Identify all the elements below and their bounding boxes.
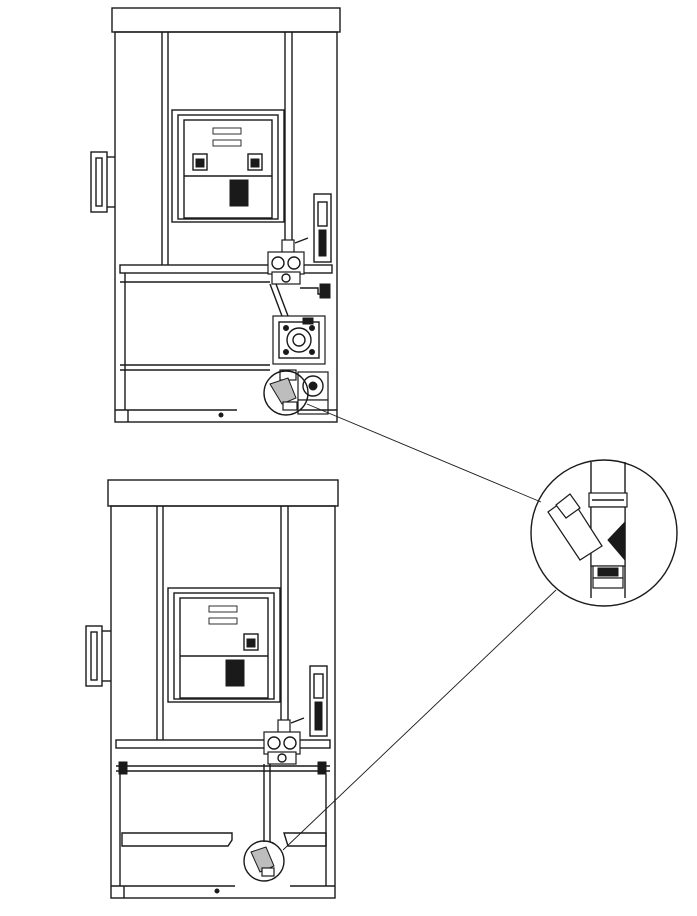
upper-detail-marker [263, 370, 309, 416]
leader-line-upper [306, 403, 542, 503]
lower-nozzle-holster [309, 665, 328, 737]
upper-cabinet-view [90, 7, 341, 423]
upper-pump-unit [272, 315, 326, 365]
lower-right-bracket [283, 832, 327, 847]
lower-left-bracket [121, 832, 233, 847]
upper-side-handle [90, 151, 115, 213]
lower-top-cap [107, 479, 339, 507]
lower-cabinet-view [85, 479, 339, 899]
upper-nozzle-holster [313, 193, 332, 263]
lower-filter [250, 846, 275, 877]
lower-cabinet-body [110, 505, 336, 899]
upper-cabinet-body [114, 31, 338, 423]
lower-detail-marker [243, 840, 285, 882]
lower-dispenser-panel [167, 587, 281, 703]
leader-line-lower [282, 589, 557, 851]
upper-dispenser-panel [171, 109, 285, 223]
upper-filter-and-motor [269, 369, 329, 415]
upper-valve-assembly [267, 237, 331, 317]
detail-callout-strainer [530, 459, 678, 607]
upper-top-cap [111, 7, 341, 33]
lower-valve-assembly [263, 717, 305, 765]
lower-side-handle [85, 625, 111, 687]
